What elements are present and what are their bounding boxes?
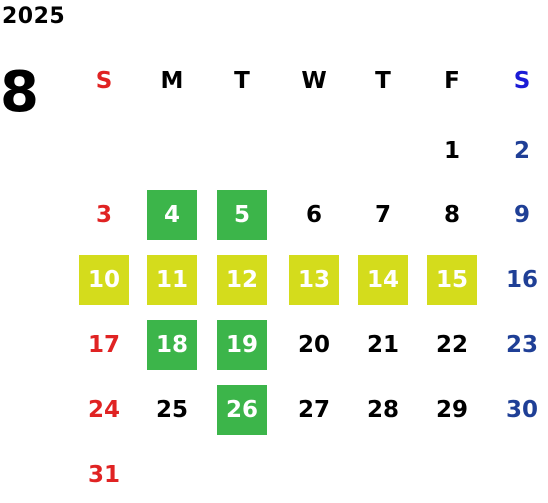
day-cell-23[interactable]: 23	[505, 332, 538, 358]
day-cell-29[interactable]: 29	[435, 397, 468, 423]
weekday-header-tue: T	[234, 68, 250, 94]
day-cell-16[interactable]: 16	[505, 267, 538, 293]
day-cell-15[interactable]: 15	[427, 255, 477, 305]
day-cell-4[interactable]: 4	[147, 190, 197, 240]
day-cell-5[interactable]: 5	[217, 190, 267, 240]
day-cell-6[interactable]: 6	[305, 202, 322, 228]
day-cell-9[interactable]: 9	[513, 202, 530, 228]
day-cell-24[interactable]: 24	[87, 397, 120, 423]
day-cell-13[interactable]: 13	[289, 255, 339, 305]
weekday-header-sat: S	[513, 68, 531, 94]
year-label: 2025	[2, 4, 66, 29]
day-cell-28[interactable]: 28	[366, 397, 399, 423]
day-cell-11[interactable]: 11	[147, 255, 197, 305]
day-cell-20[interactable]: 20	[297, 332, 330, 358]
day-cell-12[interactable]: 12	[217, 255, 267, 305]
weekday-header-sun: S	[95, 68, 113, 94]
month-number: 8	[0, 60, 39, 125]
day-cell-21[interactable]: 21	[366, 332, 399, 358]
day-cell-8[interactable]: 8	[443, 202, 460, 228]
day-cell-3[interactable]: 3	[95, 202, 112, 228]
day-cell-31[interactable]: 31	[87, 462, 120, 488]
day-cell-22[interactable]: 22	[435, 332, 468, 358]
day-cell-25[interactable]: 25	[155, 397, 188, 423]
weekday-header-mon: M	[160, 68, 184, 94]
day-cell-1[interactable]: 1	[443, 138, 460, 164]
day-cell-19[interactable]: 19	[217, 320, 267, 370]
day-cell-17[interactable]: 17	[87, 332, 120, 358]
day-cell-7[interactable]: 7	[374, 202, 391, 228]
day-cell-14[interactable]: 14	[358, 255, 408, 305]
weekday-header-thu: T	[375, 68, 391, 94]
day-cell-10[interactable]: 10	[79, 255, 129, 305]
day-cell-2[interactable]: 2	[513, 138, 530, 164]
weekday-header-fri: F	[444, 68, 460, 94]
day-cell-27[interactable]: 27	[297, 397, 330, 423]
day-cell-18[interactable]: 18	[147, 320, 197, 370]
day-cell-26[interactable]: 26	[217, 385, 267, 435]
weekday-header-wed: W	[301, 68, 327, 94]
day-cell-30[interactable]: 30	[505, 397, 538, 423]
